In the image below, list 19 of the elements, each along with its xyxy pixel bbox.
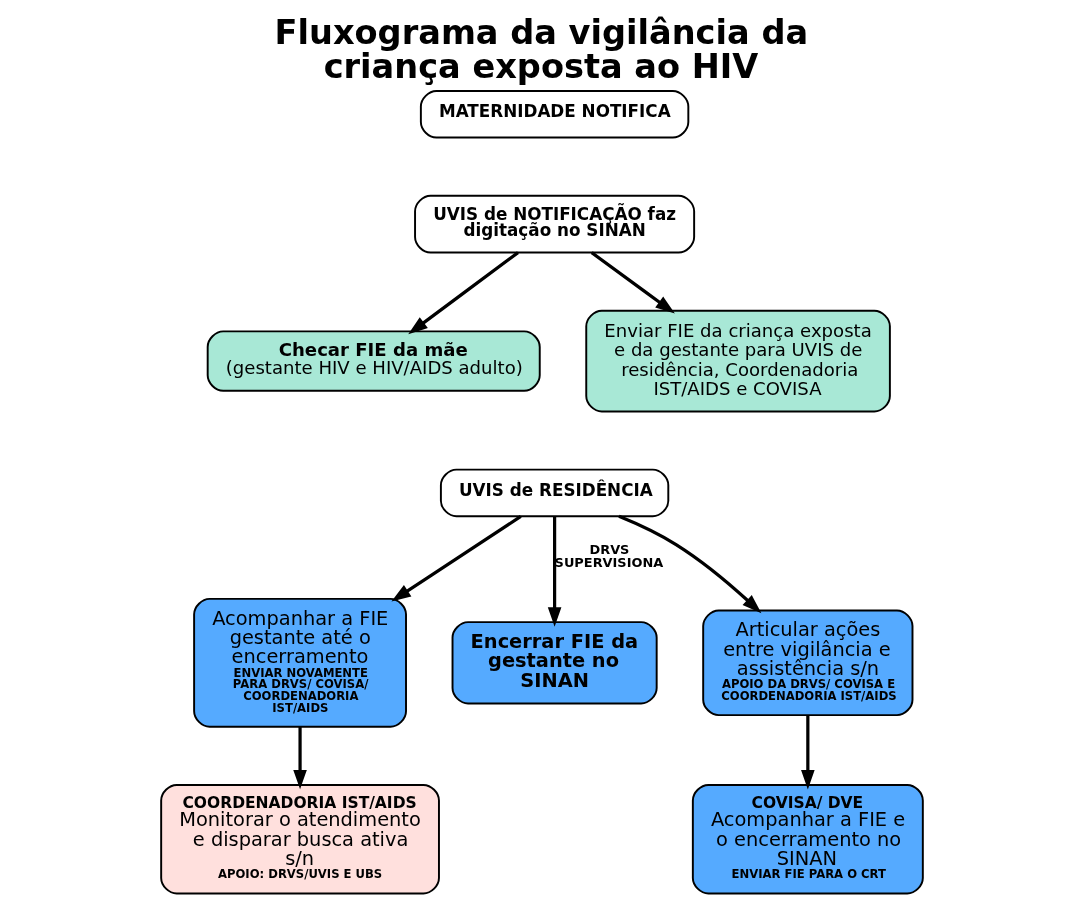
arrow bbox=[292, 726, 307, 790]
node-box: Enviar FIE da criança exposta e da gestante para UVIS de residência, Coordenadoria IST/AIDS e COVISA bbox=[584, 309, 891, 413]
node-box: MATERNIDADE NOTIFICA bbox=[419, 90, 689, 139]
arrow bbox=[547, 516, 561, 627]
arrow bbox=[590, 251, 675, 314]
node-box: Acompanhar a FIE gestante até o encerramento ENVIAR NOVAMENTE PARA DRVS/ COVISA/ COORDENADORIA IST/AIDS bbox=[192, 597, 407, 728]
arrow bbox=[390, 515, 522, 602]
node-box: COORDENADORIA IST/AIDS Monitorar o atendimento e disparar busca ativa s/n APOIO: DRVS/UVIS E UBS bbox=[159, 783, 440, 895]
diagram-title: Fluxograma da vigilância da criança exposta ao HIV bbox=[274, 13, 808, 86]
arrow bbox=[800, 715, 815, 790]
node-box: COVISA/ DVE Acompanhar a FIE e o encerramento no SINAN ENVIAR FIE PARA O CRT bbox=[691, 783, 924, 895]
node-box: UVIS de RESIDÊNCIA bbox=[439, 468, 669, 518]
node-box: Articular ações entre vigilância e assistência s/n APOIO DA DRVS/ COVISA E COORDENADORIA IST/AIDS bbox=[701, 609, 913, 717]
arrow bbox=[617, 514, 761, 614]
arrow bbox=[407, 251, 519, 335]
node-box: Encerrar FIE da gestante no SINAN bbox=[451, 621, 658, 705]
node-box: Checar FIE da mãe (gestante HIV e HIV/AIDS adulto) bbox=[206, 330, 541, 392]
edge-label: DRVS SUPERVISIONA bbox=[554, 541, 663, 570]
node-box: UVIS de NOTIFICAÇÃO faz digitação no SINAN bbox=[413, 194, 695, 254]
